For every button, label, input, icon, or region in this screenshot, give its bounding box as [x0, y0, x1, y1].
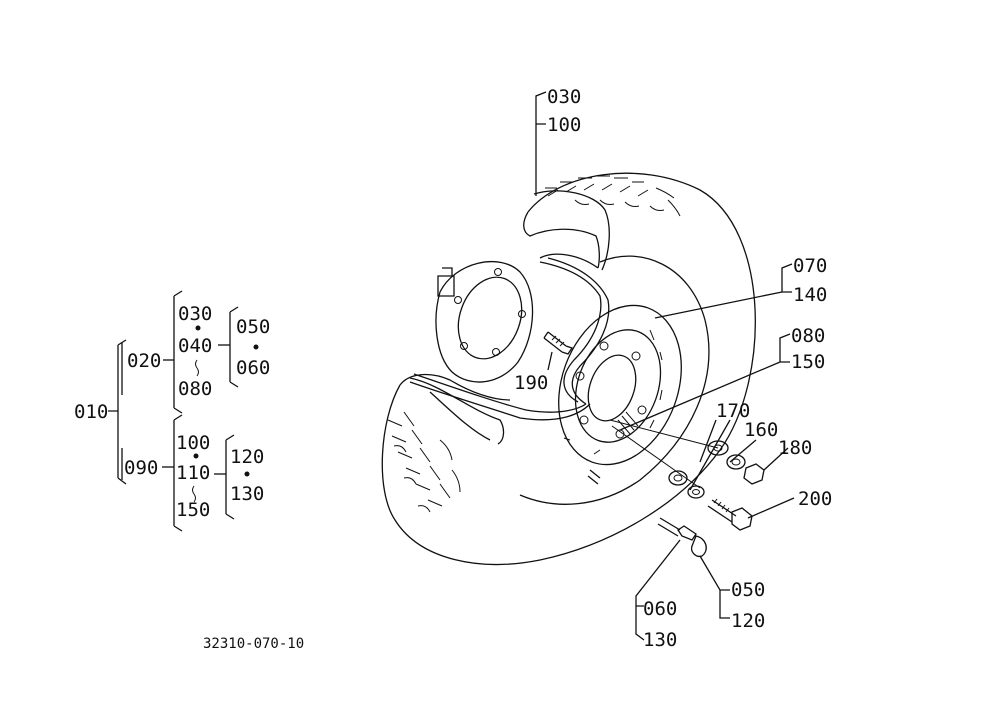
tree-020-sub-050[interactable]: 050 — [236, 316, 270, 338]
callout-130[interactable]: 130 — [643, 629, 677, 651]
wheel-rim[interactable] — [537, 288, 702, 482]
callout-160[interactable]: 160 — [744, 419, 778, 441]
callout-150[interactable]: 150 — [791, 351, 825, 373]
callout-140[interactable]: 140 — [793, 284, 827, 306]
bullet-dot — [244, 471, 250, 477]
washer-lower[interactable] — [668, 470, 688, 486]
tread-pattern-top — [545, 175, 681, 217]
tree-020-sub-060[interactable]: 060 — [236, 357, 270, 379]
hub-stud-hole — [494, 268, 502, 276]
tree-group-090-label[interactable]: 090 — [124, 457, 158, 479]
parts-tree: 010 020 030 040 080 050 060 090 100 110 … — [74, 290, 270, 532]
callout-120[interactable]: 120 — [731, 610, 765, 632]
hub-stud-hole — [454, 296, 462, 304]
bullet-dot — [193, 453, 199, 459]
rim-bolt-hole — [637, 405, 647, 415]
tree-020-member-030[interactable]: 030 — [178, 303, 212, 325]
callout-100[interactable]: 100 — [547, 114, 581, 136]
hub-stud-hole — [460, 342, 468, 350]
tree-020-member-080[interactable]: 080 — [178, 378, 212, 400]
tree-090-sub-130[interactable]: 130 — [230, 483, 264, 505]
hub-stud-hole — [518, 310, 526, 318]
hub-flange[interactable] — [435, 260, 534, 383]
callout-060[interactable]: 060 — [643, 598, 677, 620]
callout-labels: 030 100 070 140 080 150 190 170 160 180 … — [514, 86, 832, 651]
tree-group-020-label[interactable]: 020 — [127, 350, 161, 372]
tree-root-label[interactable]: 010 — [74, 401, 108, 423]
valve-stem[interactable] — [587, 469, 707, 558]
bolt-200-head[interactable] — [731, 507, 753, 531]
tire-assembly[interactable] — [381, 172, 756, 566]
rim-bolt-hole — [575, 371, 585, 381]
tree-090-member-110[interactable]: 110 — [176, 462, 210, 484]
callout-080[interactable]: 080 — [791, 325, 825, 347]
hub-stud-hole — [492, 348, 500, 356]
callout-030[interactable]: 030 — [547, 86, 581, 108]
drawing-number: 32310-070-10 — [203, 636, 304, 652]
callout-180[interactable]: 180 — [778, 437, 812, 459]
callout-190[interactable]: 190 — [514, 372, 548, 394]
tread-pattern-bottom — [387, 411, 461, 513]
tree-020-member-040[interactable]: 040 — [178, 335, 212, 357]
callout-170[interactable]: 170 — [716, 400, 750, 422]
bullet-dot — [253, 344, 259, 350]
nut-180[interactable] — [743, 463, 765, 485]
tree-090-member-150[interactable]: 150 — [176, 499, 210, 521]
rim-bolt-hole — [579, 415, 589, 425]
fastener-set[interactable] — [609, 419, 765, 531]
stud-bolt[interactable] — [543, 331, 574, 355]
valve-cap[interactable] — [690, 535, 707, 558]
callout-070[interactable]: 070 — [793, 255, 827, 277]
callout-050[interactable]: 050 — [731, 579, 765, 601]
washer-lower-2[interactable] — [687, 485, 705, 499]
callout-200[interactable]: 200 — [798, 488, 832, 510]
tree-090-member-100[interactable]: 100 — [176, 432, 210, 454]
bullet-dot — [195, 325, 201, 331]
callout-leaders — [535, 91, 795, 641]
washer-160[interactable] — [726, 454, 746, 470]
tree-090-sub-120[interactable]: 120 — [230, 446, 264, 468]
rim-bolt-hole — [599, 341, 609, 351]
rim-bolt-hole — [631, 351, 641, 361]
